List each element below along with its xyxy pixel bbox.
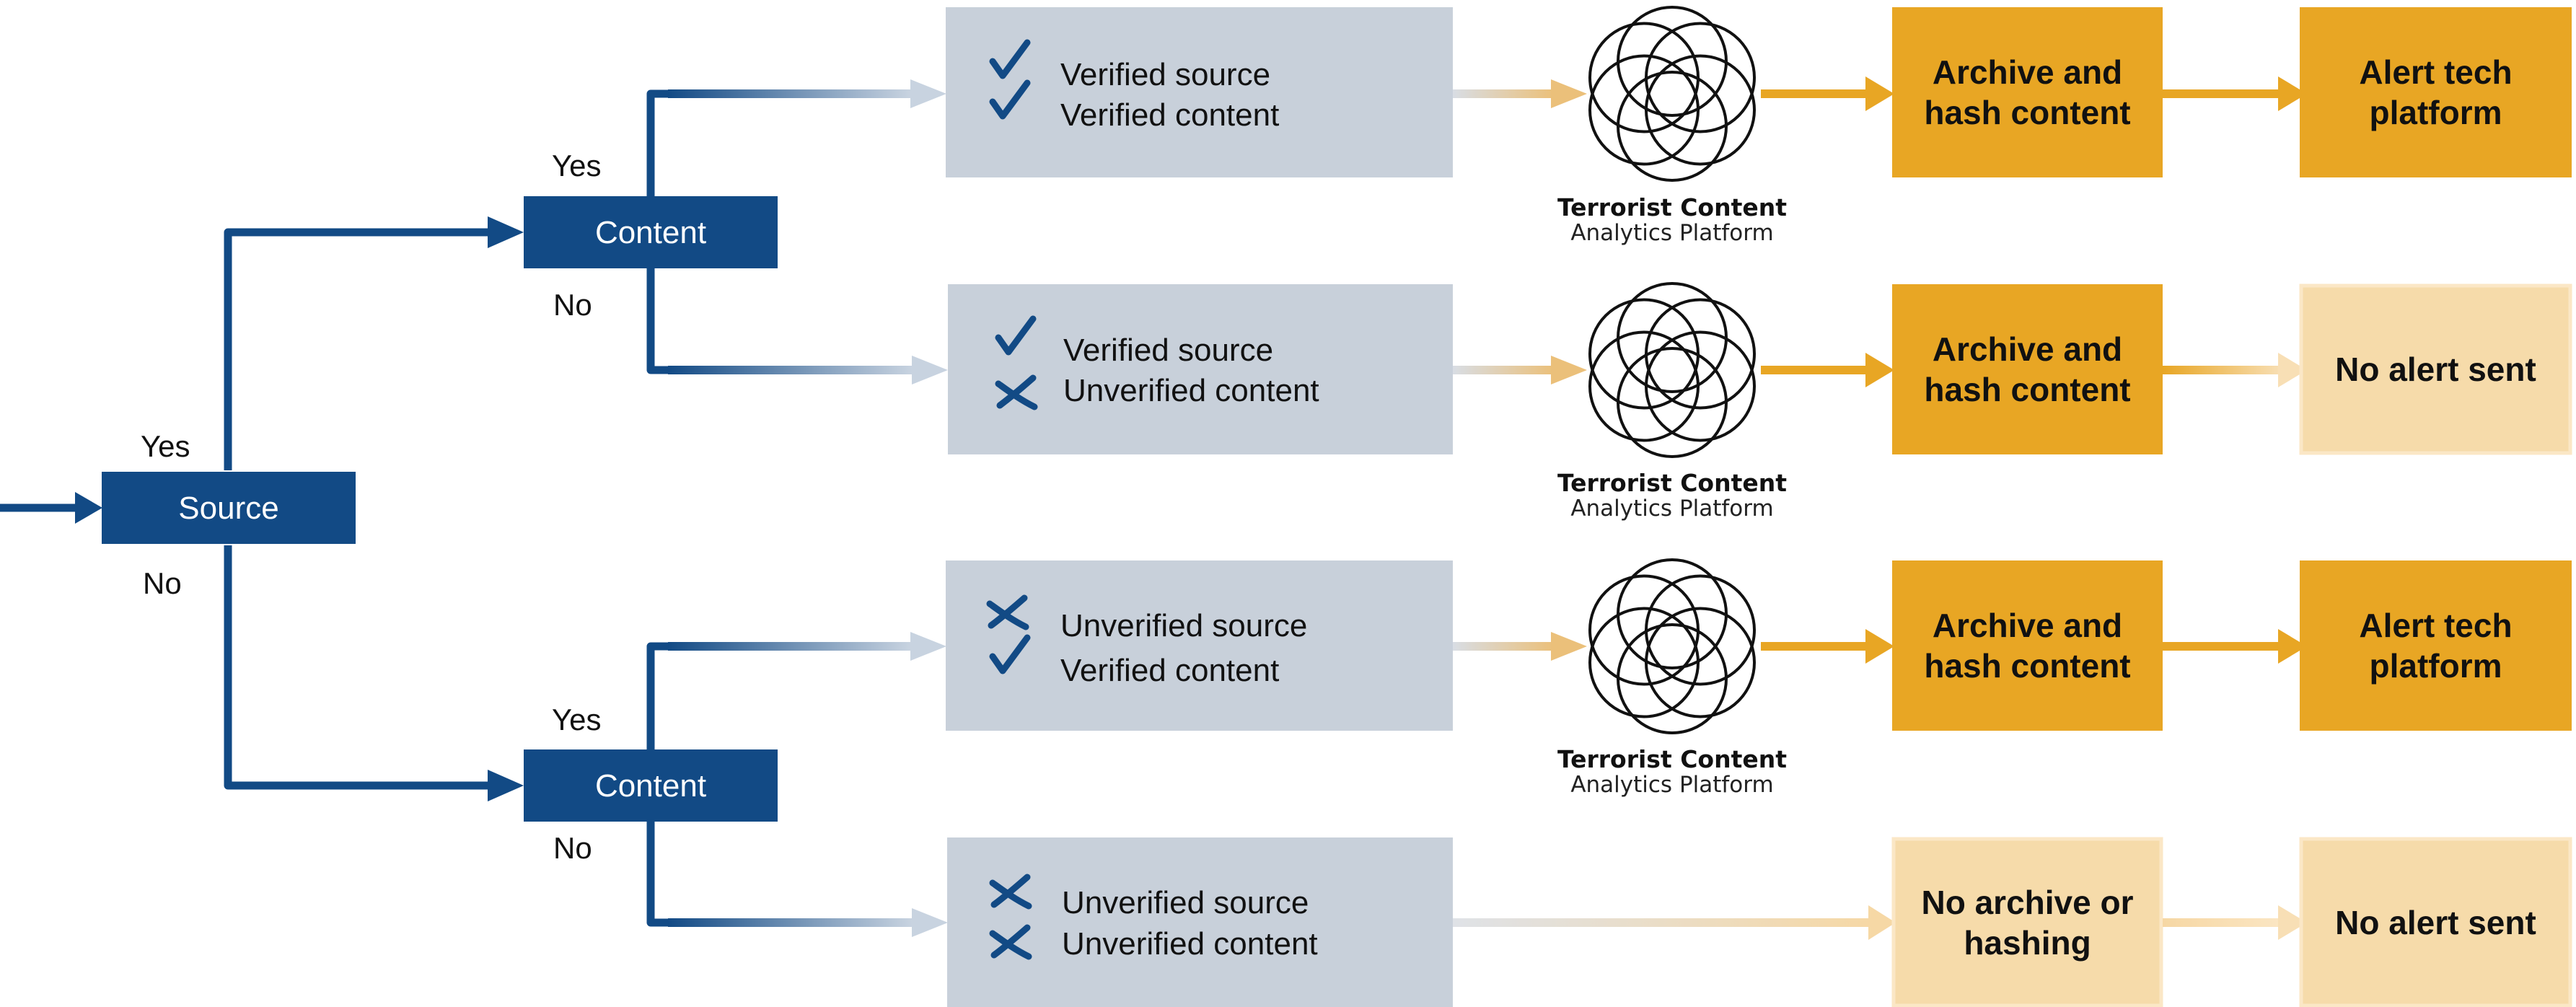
archive-box (1892, 560, 2163, 731)
tcap-logo-name-line1: Terrorist Content (1557, 193, 1787, 221)
status-panel (946, 7, 1453, 177)
alert-label: Alert tech platform (2359, 607, 2513, 685)
source-status-label: Verified source (1060, 57, 1270, 92)
arrow-to-archive (1761, 642, 1869, 651)
content-top-decision-label: Content (595, 215, 706, 250)
outcome-row-3: Unverified source Verified content Terro… (946, 558, 2572, 798)
source-status-label: Unverified source (1062, 885, 1309, 920)
source-decision-box (102, 472, 356, 544)
cross-icon (986, 594, 1029, 630)
content-top-yes-label: Yes (552, 149, 602, 183)
arrow-to-archive (1761, 366, 1869, 374)
status-panel (946, 560, 1453, 731)
source-status-label: Verified source (1063, 333, 1273, 368)
tcap-logo-icon (1588, 6, 1756, 182)
status-panel (948, 284, 1453, 454)
tcap-logo-name-line2: Analytics Platform (1570, 496, 1773, 522)
tcap-logo-name-line1: Terrorist Content (1557, 745, 1787, 773)
no-archive-box (1891, 837, 2163, 1007)
tcap-logo-name-line2: Analytics Platform (1570, 772, 1773, 798)
no-alert-box (2299, 283, 2572, 455)
tcap-logo-icon (1588, 282, 1756, 458)
cross-icon (989, 924, 1032, 960)
content-bottom-branch-lines (646, 632, 948, 937)
archive-label: Archive and hash content (1924, 53, 2131, 131)
check-icon (995, 315, 1037, 356)
arrow-to-alert (2163, 642, 2282, 651)
content-status-label: Unverified content (1062, 926, 1318, 962)
arrow-to-no-alert (2163, 918, 2282, 927)
no-alert-box (2299, 837, 2572, 1007)
archive-label: Archive and hash content (1924, 607, 2131, 685)
source-no-arrowhead (488, 770, 524, 801)
entry-arrow (0, 492, 102, 524)
content-bottom-decision-box (524, 749, 778, 822)
content-bottom-no-label: No (553, 831, 592, 865)
alert-box (2300, 7, 2572, 177)
content-bottom-decision-label: Content (595, 768, 706, 804)
content-status-label: Verified content (1060, 97, 1279, 133)
check-icon (989, 634, 1031, 674)
tcap-logo-name-line1: Terrorist Content (1557, 469, 1787, 497)
source-yes-label: Yes (141, 429, 190, 463)
arrow-to-alert (2163, 89, 2282, 98)
arrow-to-tcap (1453, 89, 1554, 98)
outcome-row-2: Verified source Unverified content Terro… (948, 282, 2572, 522)
source-decision-label: Source (178, 491, 278, 526)
arrow-to-tcap (1453, 642, 1554, 651)
alert-box (2300, 560, 2572, 731)
source-no-label: No (143, 566, 182, 600)
content-top-branch-lines (646, 79, 948, 384)
content-bottom-yes-label: Yes (552, 703, 602, 736)
source-status-label: Unverified source (1060, 608, 1307, 643)
alert-label: Alert tech platform (2359, 53, 2513, 131)
check-icon (989, 79, 1031, 120)
cross-icon (989, 874, 1032, 910)
alert-label: No alert sent (2335, 351, 2536, 388)
alert-label: No alert sent (2335, 903, 2536, 941)
content-status-label: Verified content (1060, 653, 1279, 688)
content-top-decision-box (524, 196, 778, 268)
archive-box (1892, 284, 2163, 454)
cross-icon (995, 374, 1038, 410)
source-branch-lines (224, 228, 491, 790)
arrow-to-no-archive (1453, 918, 1873, 927)
outcome-row-4: Unverified source Unverified content No … (947, 837, 2572, 1007)
archive-label: Archive and hash content (1924, 330, 2131, 408)
source-yes-arrowhead (488, 216, 524, 248)
archive-box (1892, 7, 2163, 177)
check-icon (989, 39, 1031, 79)
tcap-logo-name-line2: Analytics Platform (1570, 220, 1773, 246)
arrow-to-archive (1761, 89, 1869, 98)
arrow-to-alert (2163, 366, 2282, 374)
content-top-no-label: No (553, 288, 592, 322)
tcap-logo-icon (1588, 558, 1756, 734)
status-panel (947, 837, 1453, 1007)
archive-label: No archive or hashing (1921, 883, 2134, 962)
arrow-to-tcap (1453, 366, 1554, 374)
content-status-label: Unverified content (1063, 373, 1319, 408)
outcome-row-1: Verified source Verified content Terrori… (946, 6, 2572, 246)
